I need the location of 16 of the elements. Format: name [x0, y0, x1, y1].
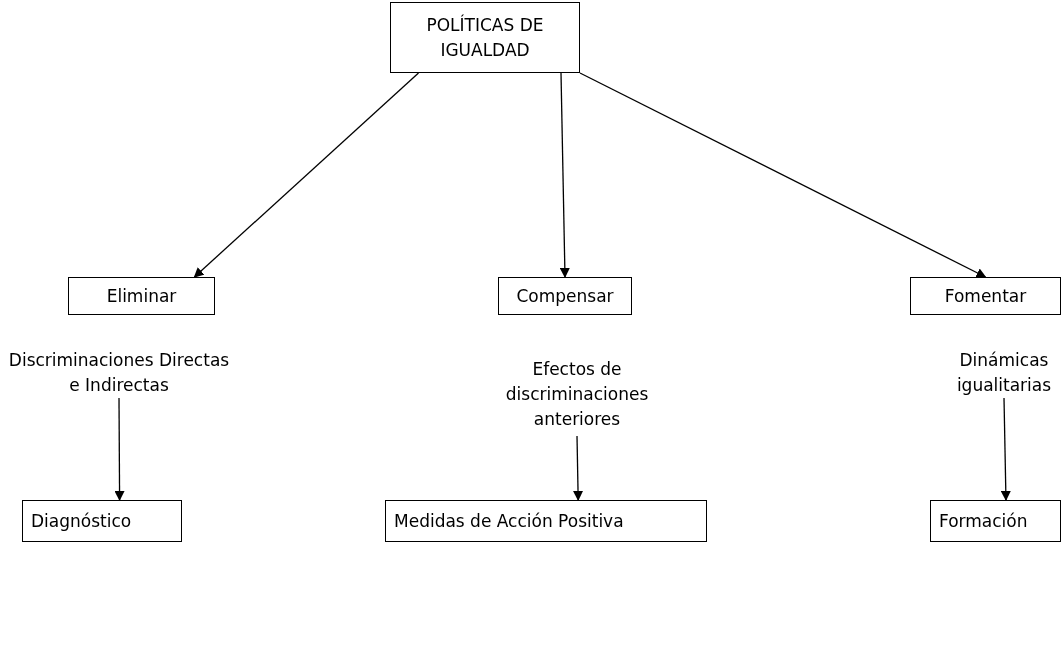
- arrow: [114, 397, 125, 501]
- text-label: Efectos de discriminaciones anteriores: [472, 352, 682, 436]
- label-box: Medidas de Acción Positiva: [385, 500, 707, 542]
- text-label: Dinámicas igualitarias: [948, 348, 1060, 398]
- text-label: Discriminaciones Directas e Indirectas: [4, 348, 234, 398]
- arrow: [573, 435, 584, 501]
- label-box: Diagnóstico: [22, 500, 182, 542]
- label-box: Formación: [930, 500, 1061, 542]
- arrow: [1000, 397, 1011, 501]
- label-box: POLÍTICAS DE IGUALDAD: [390, 2, 580, 73]
- label-box: Fomentar: [910, 277, 1061, 315]
- arrow: [193, 72, 420, 278]
- label-box: Compensar: [498, 277, 632, 315]
- label-box: Eliminar: [68, 277, 215, 315]
- arrow: [579, 72, 987, 278]
- arrow: [559, 72, 570, 278]
